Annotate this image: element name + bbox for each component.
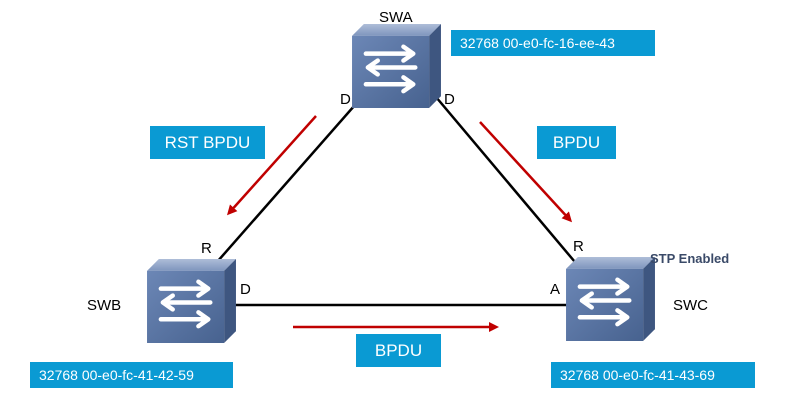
switch-swc-icon	[566, 257, 655, 341]
swb-bridge-id: 32768 00-e0-fc-41-42-59	[30, 362, 233, 388]
swb-name: SWB	[87, 297, 122, 314]
switch-swa-icon	[352, 24, 441, 108]
msg-rst-bpdu: RST BPDU	[150, 126, 265, 159]
swc-name: SWC	[673, 297, 708, 314]
arrow-swa-to-swb	[226, 115, 317, 216]
arrow-swa-to-swc	[479, 121, 573, 223]
swc-bridge-id: 32768 00-e0-fc-41-43-69	[551, 362, 755, 388]
port-swb-right: D	[240, 281, 251, 298]
link-swa-swc	[435, 96, 581, 269]
switch-swb-icon	[147, 259, 236, 343]
port-swa-right: D	[444, 91, 455, 108]
swa-bridge-id: 32768 00-e0-fc-16-ee-43	[451, 30, 655, 56]
swa-name: SWA	[379, 9, 413, 26]
port-swb-top: R	[201, 240, 212, 257]
port-swc-top: R	[573, 238, 584, 255]
link-swa-swb	[209, 96, 363, 271]
stp-enabled-label: STP Enabled	[650, 251, 730, 266]
msg-bpdu-swa-swc: BPDU	[537, 126, 616, 159]
port-swa-left: D	[340, 91, 351, 108]
msg-bpdu-swb-swc: BPDU	[356, 334, 441, 367]
port-swc-left: A	[550, 281, 561, 298]
